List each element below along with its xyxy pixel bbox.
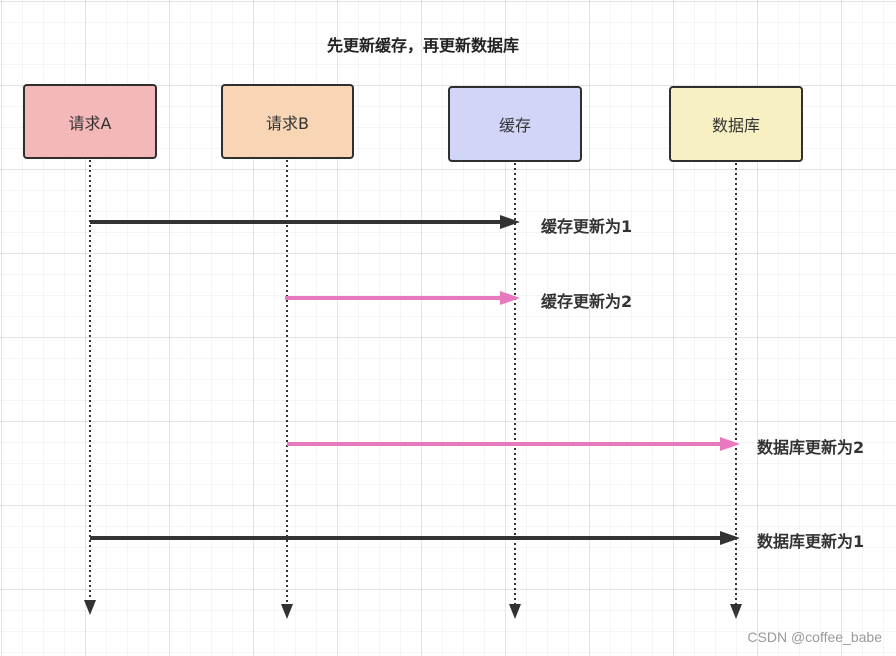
message-arrowhead-4 bbox=[720, 531, 740, 545]
message-arrowhead-3 bbox=[720, 437, 740, 451]
participant-label: 请求B bbox=[266, 113, 309, 133]
diagram-title: 先更新缓存，再更新数据库 bbox=[326, 36, 519, 55]
participant-label: 数据库 bbox=[711, 116, 760, 135]
lifeline-arrowhead-database bbox=[730, 604, 742, 619]
lifeline-arrowhead-a bbox=[84, 600, 96, 615]
message-label-3: 数据库更新为2 bbox=[757, 438, 865, 457]
lifeline-arrowhead-cache bbox=[509, 604, 521, 619]
participant-database: 数据库 bbox=[669, 86, 803, 162]
participant-request-a: 请求A bbox=[23, 84, 157, 159]
message-arrowhead-1 bbox=[500, 215, 520, 229]
message-label-2: 缓存更新为2 bbox=[541, 292, 633, 311]
message-label-1: 缓存更新为1 bbox=[541, 217, 633, 236]
watermark: CSDN @coffee_babe bbox=[747, 629, 882, 645]
participant-cache: 缓存 bbox=[448, 86, 582, 162]
message-label-4: 数据库更新为1 bbox=[757, 532, 865, 551]
participant-label: 缓存 bbox=[498, 116, 531, 135]
participant-request-b: 请求B bbox=[221, 84, 354, 159]
message-arrowhead-2 bbox=[500, 291, 520, 305]
participant-label: 请求A bbox=[68, 113, 112, 133]
lifeline-arrowhead-b bbox=[281, 604, 293, 619]
